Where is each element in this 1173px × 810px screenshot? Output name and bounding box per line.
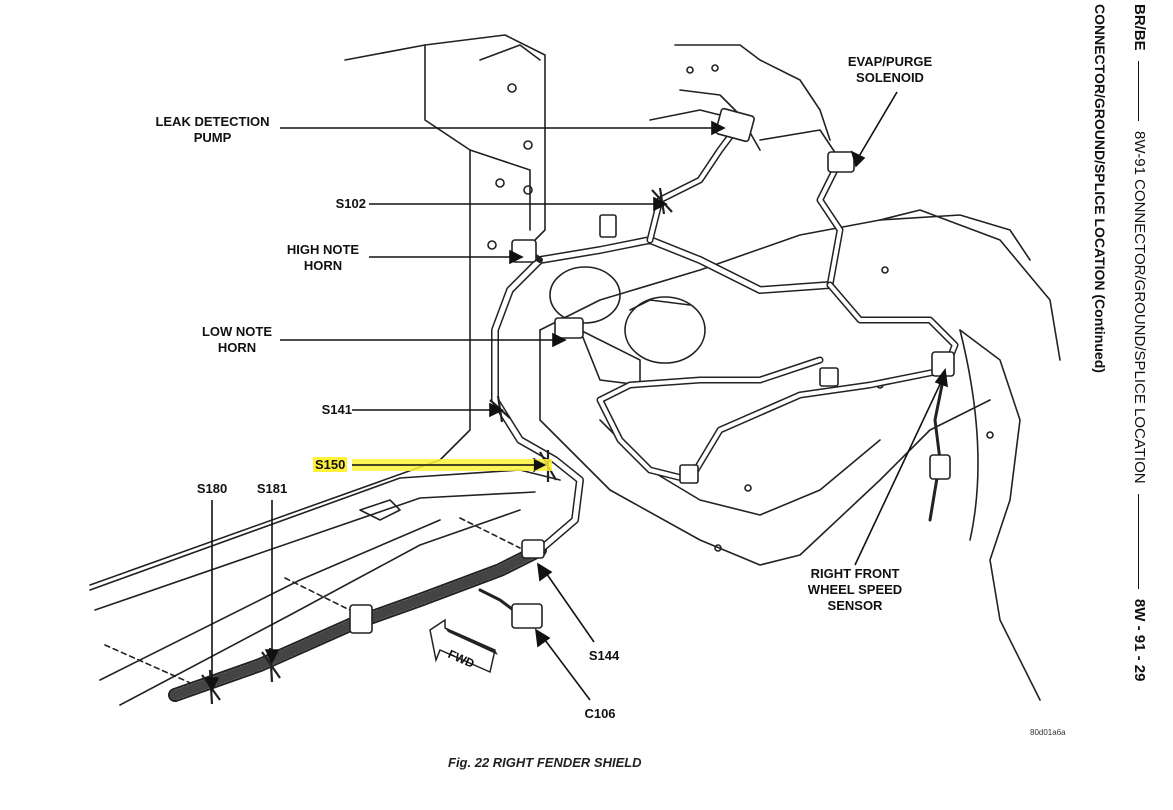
- harness-clip-4: [679, 464, 699, 484]
- page-subtitle: CONNECTOR/GROUND/SPLICE LOCATION (Contin…: [1092, 4, 1108, 373]
- figure-caption: Fig. 22 RIGHT FENDER SHIELD: [448, 755, 642, 770]
- s102-label: S102: [335, 196, 366, 211]
- evap-connector: [827, 151, 855, 173]
- wiring-harness: [168, 126, 959, 702]
- s144-label: S144: [588, 648, 620, 663]
- c106-connector: [511, 603, 543, 629]
- s144-clip: [521, 539, 545, 559]
- connectors: [349, 107, 955, 634]
- harness-clip-2: [599, 214, 617, 238]
- c106-label: C106: [584, 706, 616, 721]
- s141-label: S141: [321, 402, 352, 417]
- harness-clip-3: [819, 367, 839, 387]
- s181-label: S181: [256, 481, 288, 496]
- image-code: 80d01a6a: [1030, 728, 1066, 737]
- s180-label: S180: [196, 481, 228, 496]
- sensor-lower-connector: [929, 454, 951, 480]
- section-title: 8W-91 CONNECTOR/GROUND/SPLICE LOCATION: [1131, 131, 1148, 484]
- fwd-arrow: [429, 618, 498, 674]
- section-code: BR/BE: [1131, 4, 1148, 51]
- leak-pump-connector: [715, 107, 755, 143]
- harness-clip-1: [349, 604, 373, 634]
- page-number: 8W - 91 - 29: [1131, 598, 1148, 682]
- page-header-right: BR/BE 8W-91 CONNECTOR/GROUND/SPLICE LOCA…: [1131, 4, 1148, 681]
- s150-label: S150: [313, 457, 348, 472]
- low-note-horn-connector: [554, 317, 584, 339]
